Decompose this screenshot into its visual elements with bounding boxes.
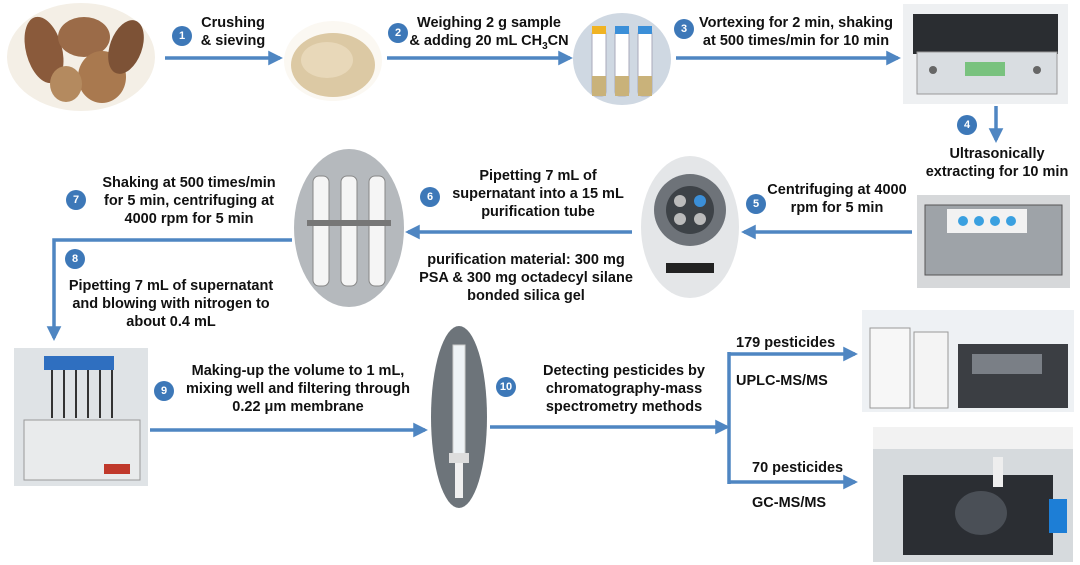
step-9-label: Making-up the volume to 1 mL, mixing wel… [186, 363, 410, 415]
ultrasonic-bath-photo [917, 195, 1070, 288]
powder-photo [284, 21, 382, 101]
step-4-label: Ultrasonically extracting for 10 min [925, 146, 1069, 180]
tubes-rack-photo [573, 13, 671, 105]
purification-note: purification material: 300 mg PSA & 300 … [419, 252, 633, 304]
purification-tubes-photo [294, 149, 404, 307]
step-5-label: Centrifuging at 4000 rpm for 5 min [767, 182, 907, 216]
step-5-badge: 5 [746, 194, 766, 214]
step-10-badge: 10 [496, 377, 516, 397]
step-7-badge: 7 [66, 190, 86, 210]
step-10-label: Detecting pesticides by chromatography-m… [543, 363, 705, 415]
shaker-photo [903, 4, 1068, 104]
branch-lower-method: GC-MS/MS [752, 495, 827, 511]
step-1-badge: 1 [172, 26, 192, 46]
step-9-badge: 9 [154, 381, 174, 401]
step-3-label: Vortexing for 2 min, shaking at 500 time… [699, 15, 893, 49]
step-1-label: Crushing & sieving [200, 15, 266, 49]
uplc-instrument-photo [862, 310, 1074, 412]
step-7-label: Shaking at 500 times/min for 5 min, cent… [102, 175, 276, 227]
syringe-filter-photo [431, 326, 487, 508]
gcms-instrument-photo [873, 427, 1073, 562]
arrow-7-8 [46, 238, 292, 341]
step-3-badge: 3 [674, 19, 694, 39]
centrifuge-photo [641, 156, 739, 298]
step-8-badge: 8 [65, 249, 85, 269]
nitrogen-evaporator-photo [14, 348, 148, 486]
step-4-badge: 4 [957, 115, 977, 135]
step-2-badge: 2 [388, 23, 408, 43]
roots-photo [7, 3, 155, 111]
step-6-label: Pipetting 7 mL of supernatant into a 15 … [452, 168, 624, 220]
step-8-label: Pipetting 7 mL of supernatant and blowin… [68, 278, 274, 330]
step-2-label: Weighing 2 g sample& adding 20 mL CH3CN [409, 15, 569, 52]
step-6-badge: 6 [420, 187, 440, 207]
branch-lower-count: 70 pesticides [752, 460, 844, 476]
branch-upper-count: 179 pesticides [736, 335, 836, 351]
branch-upper-method: UPLC-MS/MS [736, 373, 828, 389]
